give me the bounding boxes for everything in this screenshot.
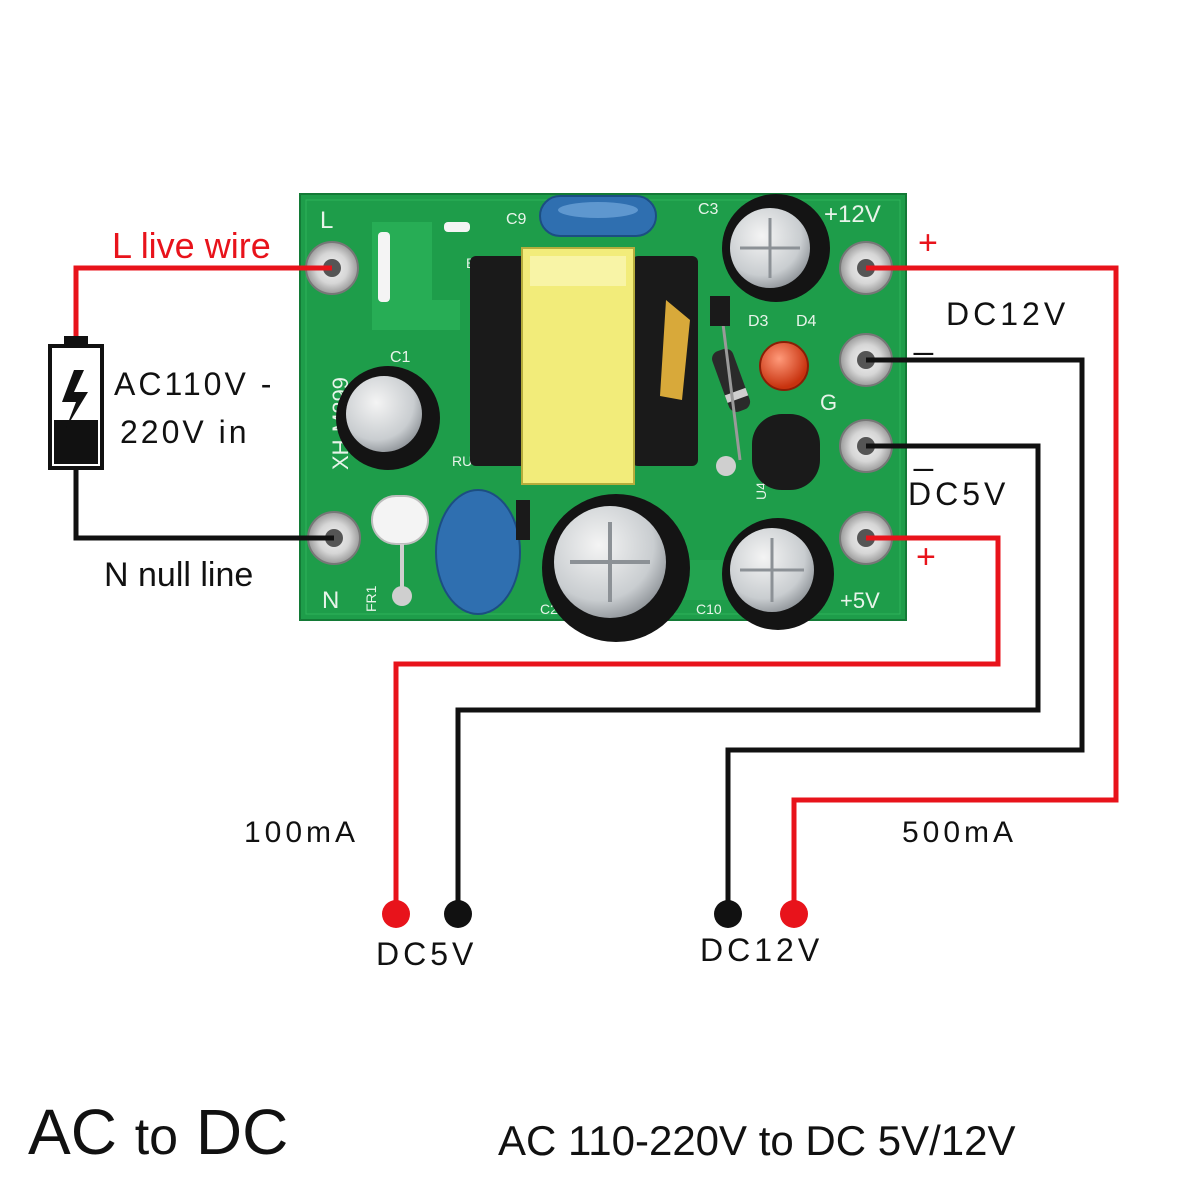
- silk-12v: +12V: [824, 201, 881, 228]
- plus-5v-sign: +: [916, 538, 936, 576]
- silk-U4: U4: [753, 482, 769, 500]
- transformer-core-left: [470, 256, 530, 466]
- title-middle: to: [134, 1108, 179, 1166]
- silk-5v: +5V: [840, 588, 880, 613]
- components: [336, 194, 834, 642]
- output-wires: [393, 265, 1119, 912]
- silk-N: N: [322, 587, 339, 614]
- transformer: [521, 247, 635, 485]
- varistor-ru: [435, 489, 521, 615]
- live-wire: [73, 265, 332, 344]
- dc12v-terminal-label: DC12V: [946, 296, 1070, 332]
- led-d4: [759, 341, 809, 391]
- fuse-fr1: [371, 495, 429, 545]
- wire-5v-minus: [455, 443, 1041, 912]
- silk-C3: C3: [698, 201, 719, 218]
- title-prefix: AC: [28, 1096, 117, 1168]
- regulator-u4: [752, 414, 820, 490]
- null-line-label: N null line: [104, 556, 254, 594]
- dot-5v-minus: [444, 900, 472, 928]
- silk-G: G: [820, 390, 837, 415]
- dot-5v-plus: [382, 900, 410, 928]
- silkscreen: L N +12V +5V G C1 C3 C9 B1 D3 D4 RU C10 …: [320, 201, 881, 617]
- ac-input-label-line2: 220V in: [120, 414, 250, 450]
- input-wires: [73, 265, 334, 541]
- output-terminals: [382, 900, 808, 928]
- current-5v-label: 100mA: [244, 816, 360, 849]
- dot-12v-minus: [714, 900, 742, 928]
- silk-C1: C1: [390, 349, 411, 366]
- silk-RU: RU: [452, 453, 472, 469]
- battery-icon: [48, 336, 104, 470]
- silk-C9: C9: [506, 211, 527, 228]
- page-title: AC to DC: [28, 1100, 288, 1164]
- silk-L: L: [320, 207, 333, 234]
- minus-12v-sign: _: [914, 318, 933, 356]
- live-wire-label: L live wire: [112, 225, 271, 266]
- wire-12v-plus: [791, 265, 1119, 912]
- dc5v-terminal-label: DC5V: [908, 476, 1010, 512]
- wire-12v-minus: [725, 357, 1085, 912]
- silk-FR1: FR1: [363, 585, 379, 612]
- null-wire: [73, 468, 334, 541]
- dc5v-output-label: DC5V: [376, 936, 478, 972]
- dc12v-output-label: DC12V: [700, 932, 824, 968]
- silk-D3: D3: [748, 313, 769, 330]
- plus-12v-sign: +: [918, 224, 938, 262]
- silk-C10: C10: [696, 601, 722, 617]
- current-12v-label: 500mA: [902, 816, 1018, 849]
- dot-12v-plus: [780, 900, 808, 928]
- title-suffix: DC: [195, 1096, 289, 1168]
- wire-5v-plus: [393, 535, 1001, 912]
- page-subtitle: AC 110-220V to DC 5V/12V: [498, 1117, 1016, 1164]
- silk-D4: D4: [796, 313, 817, 330]
- ac-input-label-line1: AC110V -: [114, 366, 275, 402]
- minus-5v-sign: _: [914, 434, 933, 472]
